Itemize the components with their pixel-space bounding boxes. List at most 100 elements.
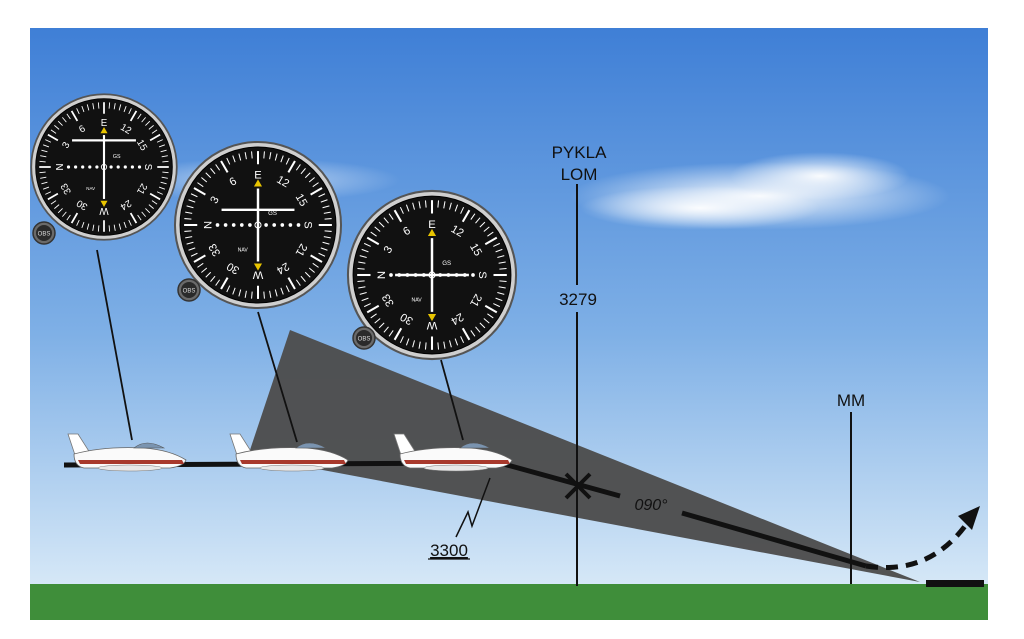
compass-tick	[118, 104, 122, 111]
compass-tick	[70, 110, 79, 122]
fix-crossing-x-icon	[564, 472, 592, 500]
compass-tick	[97, 102, 100, 109]
compass-tick	[357, 267, 365, 270]
compass-tick	[238, 153, 242, 161]
deviation-dot	[137, 165, 142, 169]
compass-tick	[113, 224, 116, 231]
compass-tick	[54, 204, 60, 209]
compass-tick	[361, 297, 369, 302]
obs-knob-label: OBS	[183, 289, 196, 295]
compass-tick	[149, 133, 161, 142]
compass-card-label: 3	[60, 140, 72, 150]
deviation-dot	[81, 165, 85, 169]
compass-tick	[310, 254, 323, 263]
compass-tick	[497, 292, 505, 295]
compass-tick	[484, 304, 498, 314]
compass-tick	[308, 267, 315, 273]
compass-tick	[363, 242, 371, 247]
compass-tick	[320, 247, 328, 251]
compass-tick	[312, 182, 319, 188]
compass-tick	[287, 277, 296, 290]
glideslope-wedge	[248, 330, 920, 582]
compass-tick	[483, 226, 490, 232]
compass-card-label: 33	[380, 292, 397, 309]
compass-tick	[215, 279, 221, 286]
middle-marker-label: MM	[837, 391, 865, 410]
compass-tick	[251, 291, 253, 299]
compass-card-label: S	[476, 271, 488, 279]
compass-tick	[66, 214, 71, 221]
compass-tick	[108, 102, 111, 109]
compass-tick	[300, 275, 306, 282]
deviation-dot	[231, 223, 236, 227]
compass-tick	[47, 133, 59, 142]
compass-tick	[201, 267, 208, 273]
compass-card-label: 24	[274, 260, 291, 277]
compass-tick	[39, 160, 46, 163]
compass-tick	[232, 287, 236, 295]
compass-tick	[193, 254, 206, 263]
compass-tick	[188, 247, 196, 251]
compass-tick	[308, 177, 315, 183]
compass-tick	[190, 252, 198, 257]
nav-flag-label: NAV	[86, 186, 95, 191]
compass-tick	[86, 104, 90, 111]
compass-tick	[184, 230, 192, 232]
compass-tick	[269, 290, 272, 298]
compass-tick	[487, 231, 494, 237]
fix-type-label: LOM	[561, 165, 598, 184]
compass-tick	[220, 277, 229, 290]
compass-card-label: 21	[293, 241, 310, 258]
compass-card-label: N	[55, 163, 66, 170]
compass-tick	[81, 105, 85, 113]
compass-card-label: N	[376, 271, 388, 279]
compass-tick	[304, 172, 311, 179]
leader-line	[96, 249, 133, 441]
compass-tick	[498, 286, 506, 289]
compass-tick	[41, 181, 48, 185]
compass-tick	[54, 125, 60, 130]
deviation-dot	[471, 273, 475, 277]
compass-tick	[190, 193, 198, 198]
deviation-dot	[215, 223, 220, 227]
deviation-dot	[272, 223, 277, 227]
compass-tick	[383, 217, 389, 224]
compass-tick	[141, 211, 146, 217]
compass-tick	[123, 105, 127, 113]
compass-tick	[499, 267, 507, 270]
altitude-pointer	[455, 477, 491, 538]
compass-tick	[188, 199, 196, 203]
compass-tick	[399, 336, 404, 344]
ground	[30, 584, 988, 620]
top-index-icon	[427, 228, 437, 237]
compass-tick	[244, 152, 247, 160]
compass-tick	[383, 326, 389, 333]
compass-card-label: 21	[134, 181, 149, 196]
compass-tick	[81, 221, 85, 229]
compass-tick	[493, 242, 501, 247]
compass-tick	[128, 108, 132, 115]
gs-flag-label: GS	[268, 211, 277, 217]
compass-tick	[361, 248, 369, 253]
compass-tick	[287, 160, 296, 173]
compass-tick	[300, 168, 306, 175]
gs-flag-label: GS	[113, 154, 121, 160]
compass-tick	[412, 340, 415, 348]
top-index-icon	[253, 179, 263, 187]
compass-tick	[358, 261, 366, 264]
compass-tick	[86, 223, 90, 230]
compass-tick	[151, 129, 158, 134]
compass-tick	[76, 108, 80, 115]
compass-tick	[324, 218, 332, 220]
compass-card-label: W	[99, 205, 109, 216]
compass-tick	[295, 164, 301, 171]
cloud	[570, 152, 950, 230]
deviation-dot	[223, 223, 228, 227]
compass-tick	[57, 208, 63, 214]
deviation-dot	[296, 223, 301, 227]
compass-card-label: 12	[274, 174, 291, 191]
compass-tick	[366, 236, 380, 246]
